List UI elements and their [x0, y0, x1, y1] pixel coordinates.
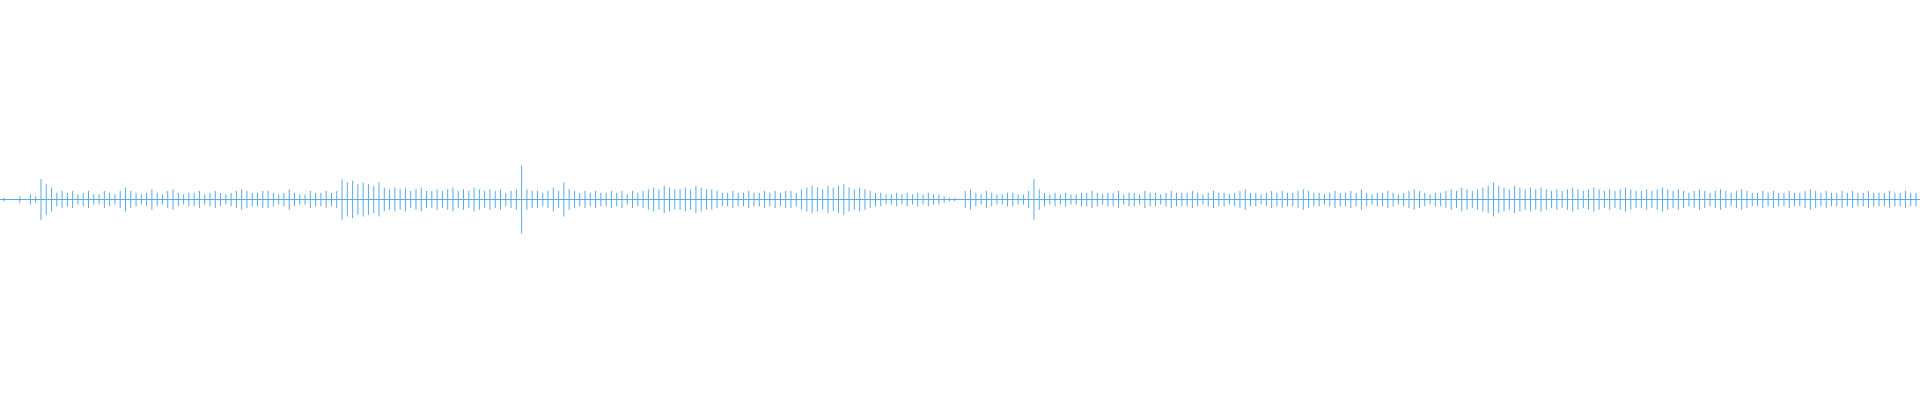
- waveform-peaks: [3, 165, 1917, 234]
